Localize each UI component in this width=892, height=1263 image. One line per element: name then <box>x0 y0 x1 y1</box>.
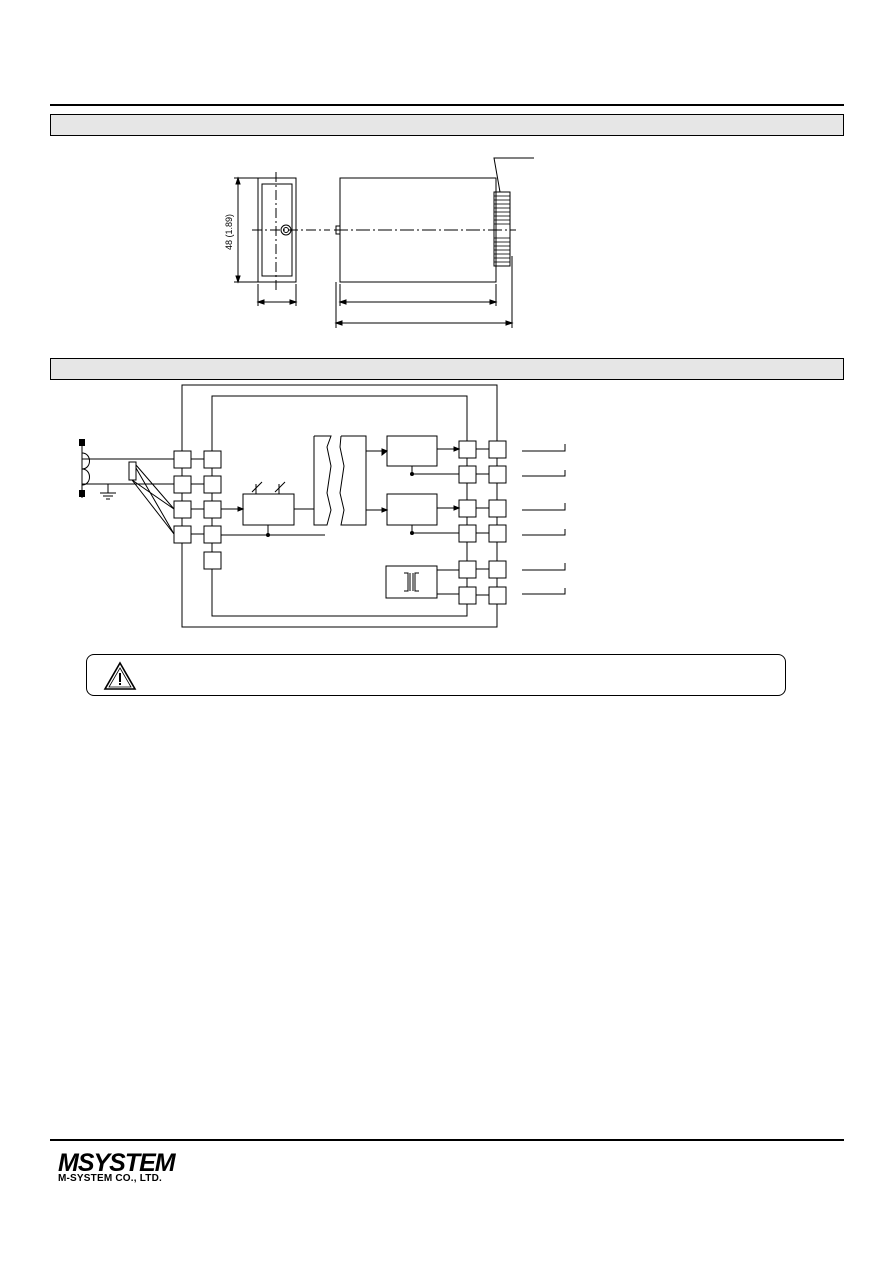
warning-notice-box <box>86 654 786 696</box>
sensor-coil <box>81 452 90 486</box>
footer-rule <box>50 1139 844 1141</box>
socket-block <box>493 191 511 267</box>
terminal-4 <box>173 525 192 544</box>
top-rule <box>50 104 844 106</box>
output-circuit-1 <box>386 435 438 467</box>
height-dimension-label: 48 (1.89) <box>224 214 234 250</box>
transformer-icon <box>404 572 419 592</box>
output-circuit-2 <box>386 493 438 526</box>
terminal-2 <box>173 475 192 494</box>
isolation-barrier <box>313 435 332 526</box>
housing-inner <box>211 395 468 617</box>
warning-triangle-icon <box>103 661 137 690</box>
terminal-1 <box>173 450 192 469</box>
dimension-drawing: 48 (1.89) <box>224 157 534 328</box>
terminal-3 <box>173 500 192 519</box>
schematic-diagram <box>79 384 566 628</box>
housing-outer <box>181 384 498 628</box>
section-header-dimensions <box>50 114 844 136</box>
company-name: M-SYSTEM CO., LTD. <box>58 1173 162 1184</box>
section-header-schematic <box>50 358 844 380</box>
svg-text:MSYSTEM: MSYSTEM <box>58 1149 177 1177</box>
sensor-element <box>128 461 137 481</box>
msystem-logo: MSYSTEM <box>58 1149 178 1177</box>
ground-icon <box>100 484 116 500</box>
input-amplifier <box>242 493 295 526</box>
power-supply <box>385 565 438 599</box>
